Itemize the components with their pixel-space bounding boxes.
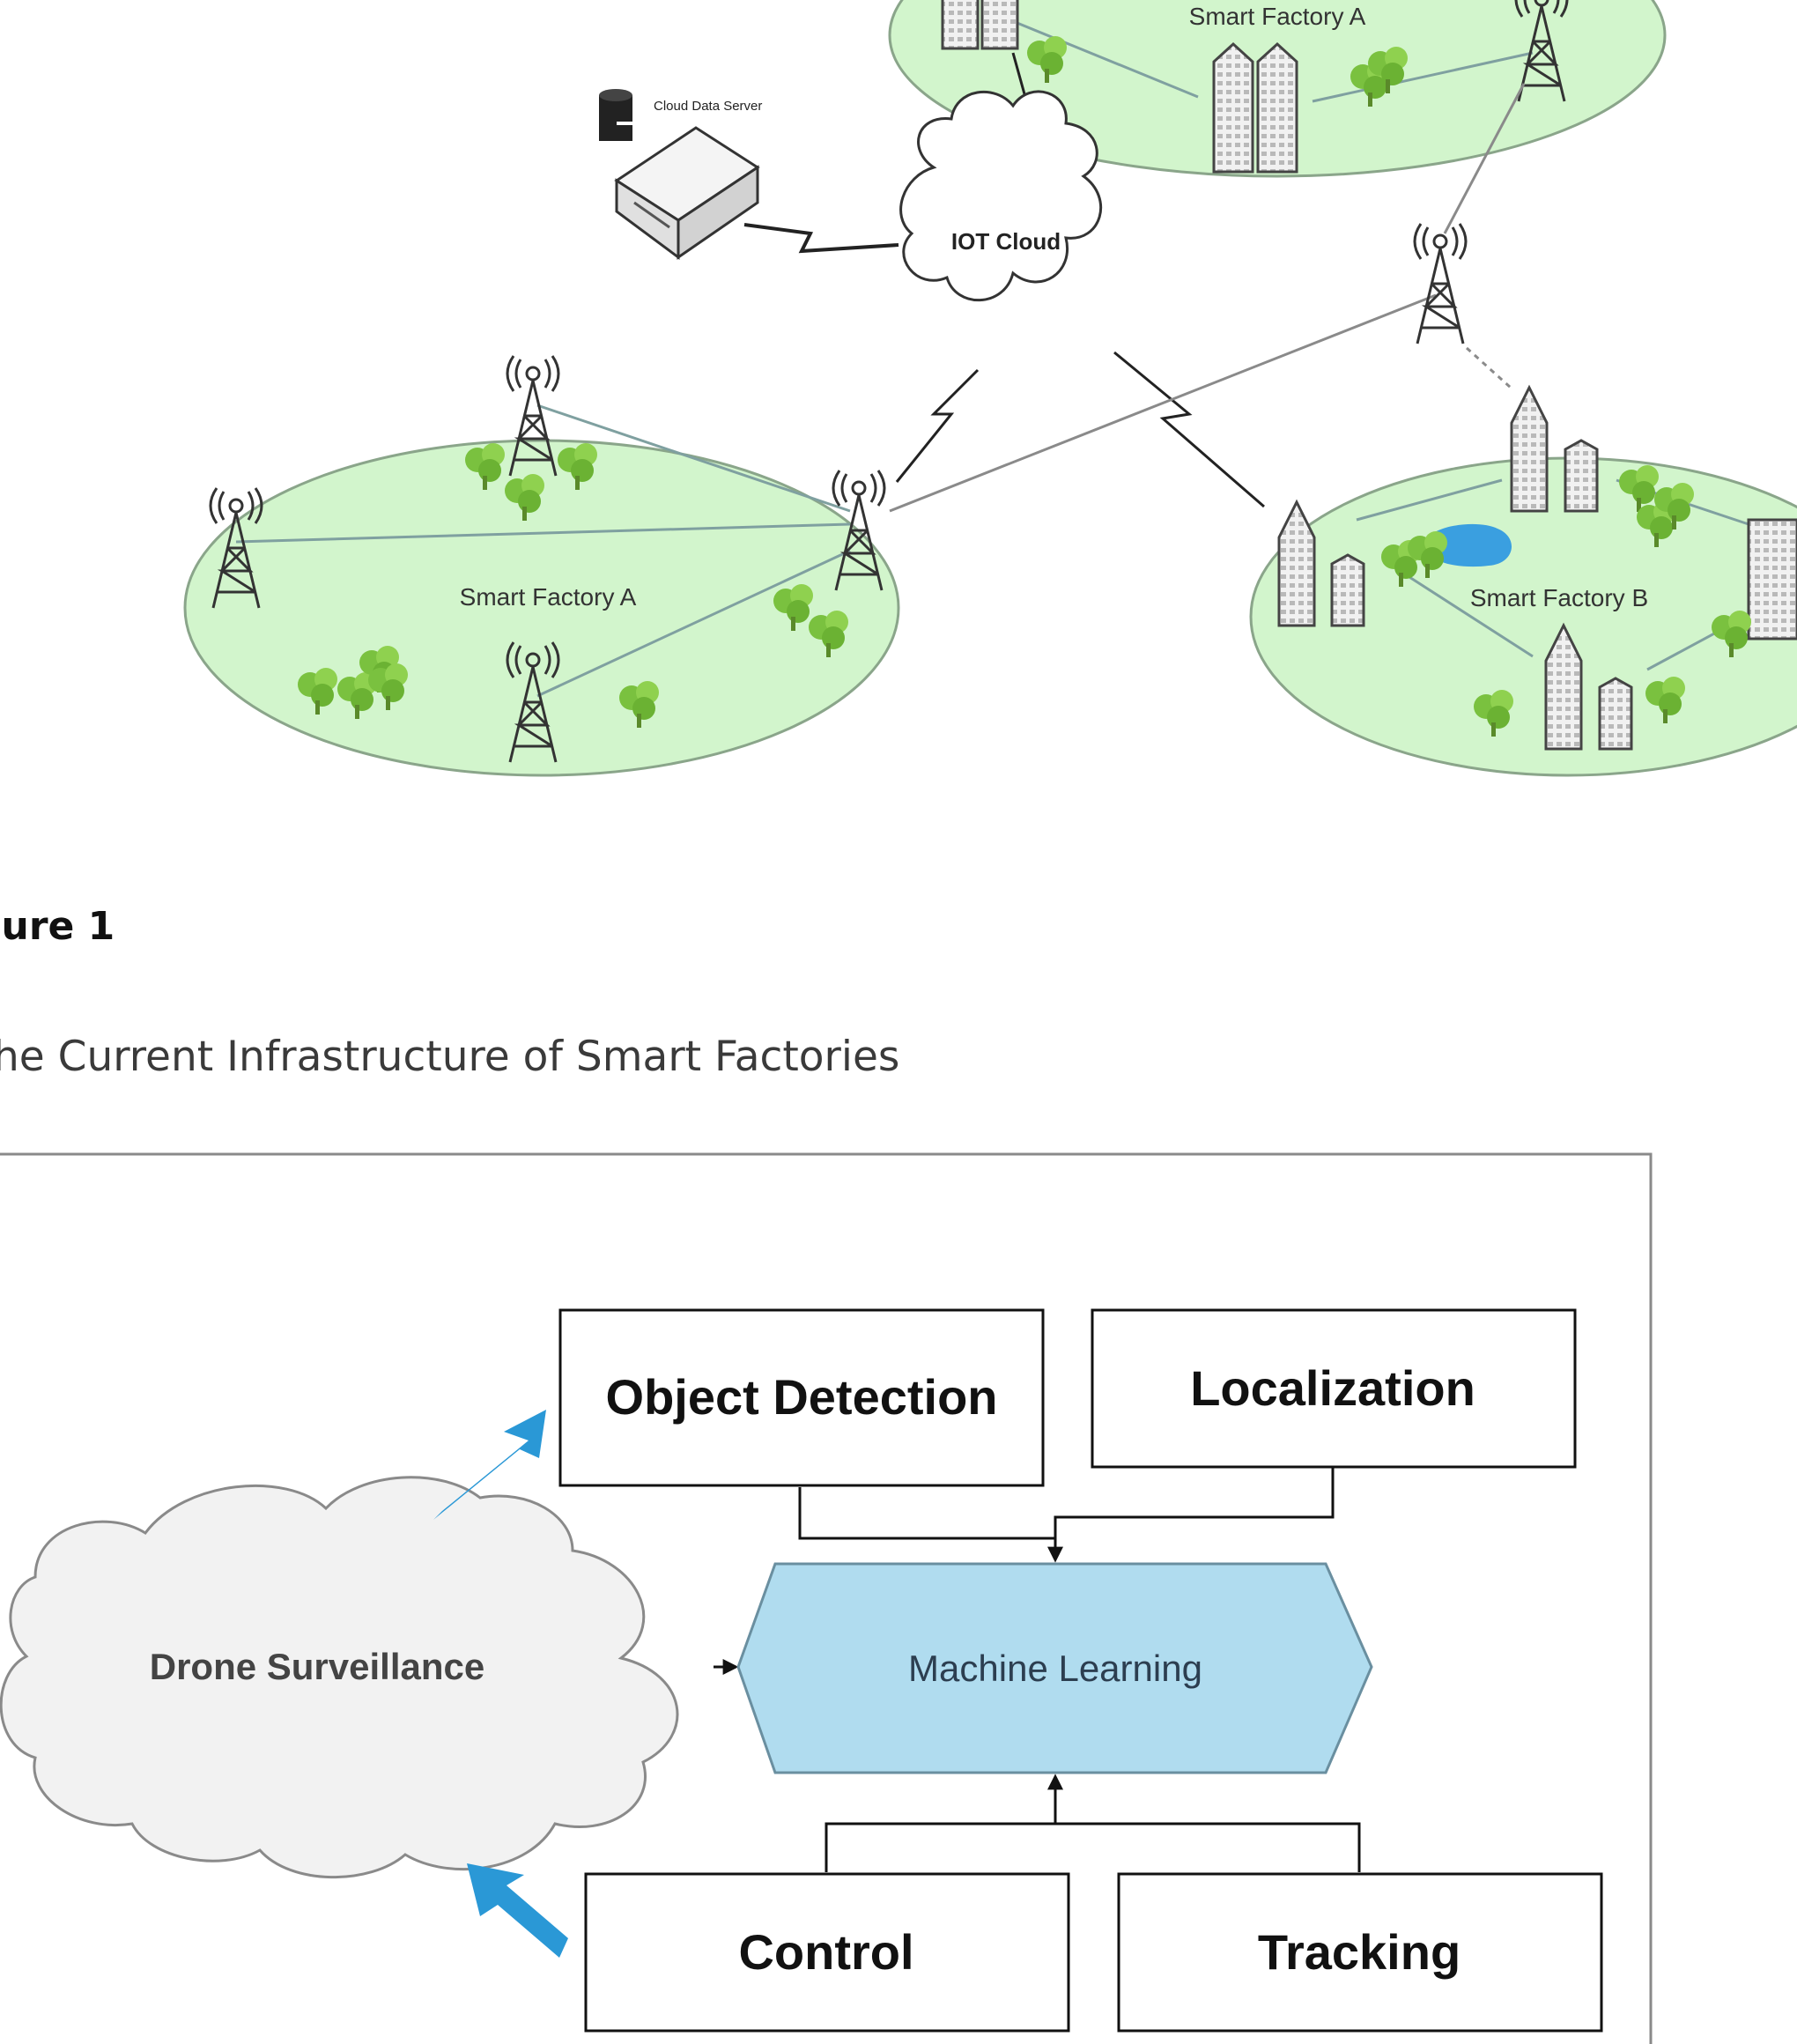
- server-icon: [614, 126, 760, 260]
- wireless-link: [743, 223, 899, 254]
- figure-frame: [0, 1152, 1653, 2044]
- object-detection-box: Object Detection: [558, 1308, 1045, 1487]
- blue-arrow: [467, 1863, 568, 1958]
- wireless-link: [895, 368, 980, 483]
- drone-surveillance-label: Drone Surveillance: [150, 1646, 484, 1687]
- lake: [1425, 523, 1512, 567]
- building-icon: [1277, 500, 1316, 627]
- machine-learning-label: Machine Learning: [908, 1648, 1202, 1689]
- object-detection-label: Object Detection: [606, 1369, 998, 1425]
- building-icon: [1564, 439, 1599, 513]
- connector-line: [798, 1487, 1055, 1540]
- factory-left: Smart Factory A: [183, 354, 900, 777]
- link-line: [1443, 83, 1526, 234]
- building-icon: [1330, 553, 1365, 627]
- factory-label: Smart Factory A: [460, 583, 637, 611]
- figure-1-network-diagram: Smart Factory A Cloud Data Server: [183, 0, 1797, 777]
- iot-cloud: IOT Cloud: [899, 90, 1103, 302]
- tracking-box: Tracking: [1117, 1872, 1603, 2033]
- tracking-label: Tracking: [1258, 1924, 1461, 1980]
- building-icon: [1747, 518, 1797, 641]
- building-icon: [1510, 386, 1549, 513]
- factory-label: Smart Factory B: [1470, 584, 1648, 611]
- localization-box: Localization: [1091, 1308, 1577, 1469]
- drone-surveillance-cloud: Drone Surveillance: [0, 1476, 679, 1879]
- control-label: Control: [738, 1924, 913, 1980]
- cloud-label: IOT Cloud: [951, 228, 1061, 255]
- connector-line: [825, 1822, 1361, 1872]
- connector-line: [1047, 1466, 1335, 1563]
- building-icon: [1212, 41, 1298, 174]
- cloud-data-server: Cloud Data Server: [599, 89, 762, 260]
- building-icon: [941, 0, 1019, 50]
- control-box: Control: [584, 1872, 1070, 2033]
- wireless-link: [1113, 351, 1265, 508]
- cell-tower-icon: [1413, 222, 1468, 345]
- link-line: [889, 293, 1437, 513]
- database-icon: [599, 89, 648, 141]
- server-label: Cloud Data Server: [654, 99, 762, 114]
- blue-arrow: [433, 1410, 546, 1520]
- link-line: [1465, 346, 1512, 389]
- figure-2-flow-diagram: Drone Surveillance Object Detection Loca…: [0, 1152, 1653, 2044]
- building-icon: [1598, 677, 1633, 751]
- factory-label: Smart Factory A: [1189, 3, 1366, 30]
- localization-label: Localization: [1190, 1360, 1475, 1416]
- machine-learning-node: Machine Learning: [736, 1562, 1373, 1774]
- factory-right: Smart Factory B: [1249, 386, 1797, 777]
- figure-caption-description: he Current Infrastructure of Smart Facto…: [0, 1033, 900, 1081]
